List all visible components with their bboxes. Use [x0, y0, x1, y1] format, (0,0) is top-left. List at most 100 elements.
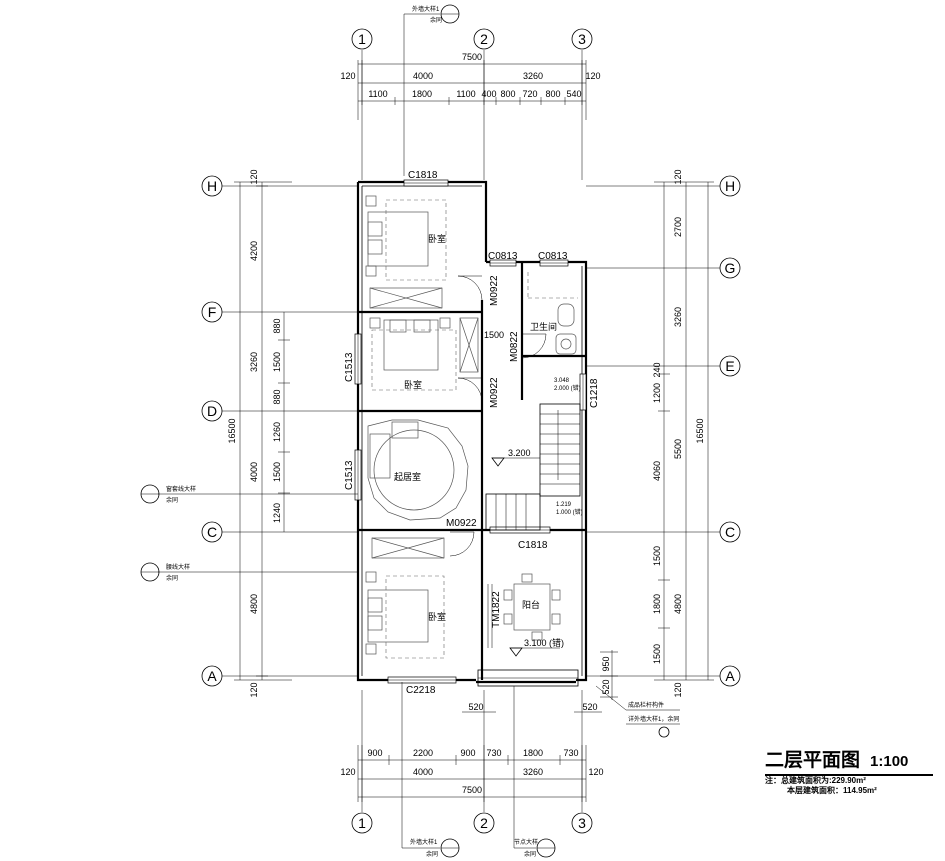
axis-bubble-3-top: 3 — [571, 28, 593, 50]
callout-right: 成品栏杆构件 详外墙大样1，余同 — [595, 685, 680, 738]
bed-top — [365, 195, 447, 281]
svg-text:C: C — [207, 524, 217, 540]
dim-bottom-detail: 900 — [460, 748, 475, 758]
axis-lines — [222, 50, 720, 812]
svg-text:2: 2 — [480, 31, 488, 47]
dim-left-outer: 4200 — [249, 241, 259, 261]
dim-left-inner: 1240 — [272, 503, 282, 523]
dim-right-inner: 1500 — [652, 546, 662, 566]
dim-left-outer: 3260 — [249, 352, 259, 372]
dim-right-outer: 5500 — [673, 439, 683, 459]
dim-left-outer: 4800 — [249, 594, 259, 614]
drawing-scale: 1:100 — [870, 753, 909, 770]
axis-bubble-3-bottom: 3 — [571, 812, 593, 834]
axis-bubble-G-right: G — [719, 257, 741, 279]
axis-bubble-C-right: C — [719, 521, 741, 543]
dim-left-inner: 880 — [272, 318, 282, 333]
bottom-dimensions: 900 2200 900 730 1800 730 120 4000 3260 … — [340, 745, 604, 802]
axis-bubble-A-left: A — [201, 665, 223, 687]
axis-bubble-A-right: A — [719, 665, 741, 687]
door-swings — [449, 275, 547, 648]
svg-text:1: 1 — [358, 31, 366, 47]
callout-bottom-2: 节点大样 余同 — [513, 686, 556, 858]
window-code: C1513 — [344, 460, 355, 490]
callout-bottom2-ref: 余同 — [524, 850, 536, 858]
door-code: TM1822 — [491, 591, 502, 628]
left-dimensions: 4200 3260 4000 4800 16500 120 120 880 15… — [227, 169, 292, 698]
callout-left2-ref: 余同 — [166, 574, 178, 582]
dim-bath-1500: 1500 — [484, 330, 504, 340]
axis-bubble-H-right: H — [719, 175, 741, 197]
room-label-balcony: 阳台 — [522, 599, 540, 610]
dim-right-outer: 2700 — [673, 217, 683, 237]
sofa-living — [367, 419, 469, 521]
stair-note: 1.000 (错) — [556, 508, 583, 516]
dim-right-total: 16500 — [695, 418, 705, 443]
svg-text:H: H — [207, 178, 217, 194]
svg-text:E: E — [725, 358, 734, 374]
dim-top-detail: 1100 — [456, 89, 475, 99]
dim-bottom-total: 7500 — [462, 785, 482, 795]
callout-left1-name: 窗套线大样 — [166, 485, 196, 493]
dim-right-outer: 3260 — [673, 307, 683, 327]
wardrobe-mid — [459, 317, 479, 373]
dim-bottom-detail: 2200 — [413, 748, 433, 758]
dim-left-inner: 880 — [272, 389, 282, 404]
window-code: C0813 — [538, 251, 568, 262]
axis-bubble-1-bottom: 1 — [351, 812, 373, 834]
room-label-bedroom-1: 卧室 — [428, 233, 446, 244]
dim-right-outer: 4800 — [673, 594, 683, 614]
callout-top-ref: 余同 — [430, 16, 442, 24]
dim-right-inner: 1200 — [652, 383, 662, 403]
bed-mid — [369, 317, 457, 391]
callout-bottom1-name: 外墙大样1 — [410, 838, 438, 846]
level-3100: 3.100 (错) — [524, 637, 564, 648]
level-markers: 3.200 3.100 (错) — [491, 448, 564, 657]
svg-text:A: A — [725, 668, 735, 684]
balcony-railing — [477, 669, 579, 687]
room-label-bathroom: 卫生间 — [530, 321, 557, 332]
callout-left1-ref: 余同 — [166, 496, 178, 504]
balcony-table — [503, 573, 561, 641]
window-code: C1818 — [518, 540, 548, 551]
dim-bottom-detail: 900 — [367, 748, 382, 758]
drawing-title: 二层平面图 — [765, 750, 861, 771]
dim-top-mid: 120 — [340, 71, 355, 81]
callout-bottom1-ref: 余同 — [426, 850, 438, 858]
dim-bottom-detail: 1800 — [523, 748, 543, 758]
dim-top-detail: 720 — [522, 89, 537, 99]
dim-top-detail: 800 — [545, 89, 560, 99]
wardrobe-bottom — [371, 537, 445, 559]
callout-left-1: 窗套线大样 余同 — [140, 484, 358, 504]
dim-right-120: 120 — [673, 169, 683, 184]
dim-bottom-small: 520 — [468, 702, 483, 712]
bathroom-fixtures — [527, 272, 578, 355]
axis-bubble-2-top: 2 — [473, 28, 495, 50]
level-3200: 3.200 — [508, 448, 531, 458]
window-code: C1513 — [344, 352, 355, 382]
bed-bottom — [365, 571, 445, 659]
dim-top-detail: 800 — [500, 89, 515, 99]
dim-bottom-mid: 120 — [588, 767, 603, 777]
dim-top-detail: 400 — [481, 89, 496, 99]
door-code: M0922 — [489, 377, 500, 408]
axis-bubble-1-top: 1 — [351, 28, 373, 50]
svg-text:1: 1 — [358, 815, 366, 831]
dim-top-detail: 540 — [566, 89, 581, 99]
dim-right-small: 520 — [601, 679, 611, 694]
dim-left-120: 120 — [249, 682, 259, 697]
stair-note: 1.219 — [556, 502, 572, 508]
dim-top-detail: 1800 — [412, 89, 432, 99]
dim-bottom-detail: 730 — [486, 748, 501, 758]
window-code: C1818 — [408, 170, 438, 181]
axis-bubble-H-left: H — [201, 175, 223, 197]
room-label-living: 起居室 — [394, 471, 421, 482]
stair-note: 2.000 (错) — [554, 384, 581, 392]
dim-left-inner: 1500 — [272, 462, 282, 482]
window-code: C2218 — [406, 685, 436, 696]
axis-bubble-F-left: F — [201, 301, 223, 323]
dim-top-mid: 3260 — [523, 71, 543, 81]
axis-bubble-2-bottom: 2 — [473, 812, 495, 834]
dim-top-detail: 1100 — [368, 89, 387, 99]
